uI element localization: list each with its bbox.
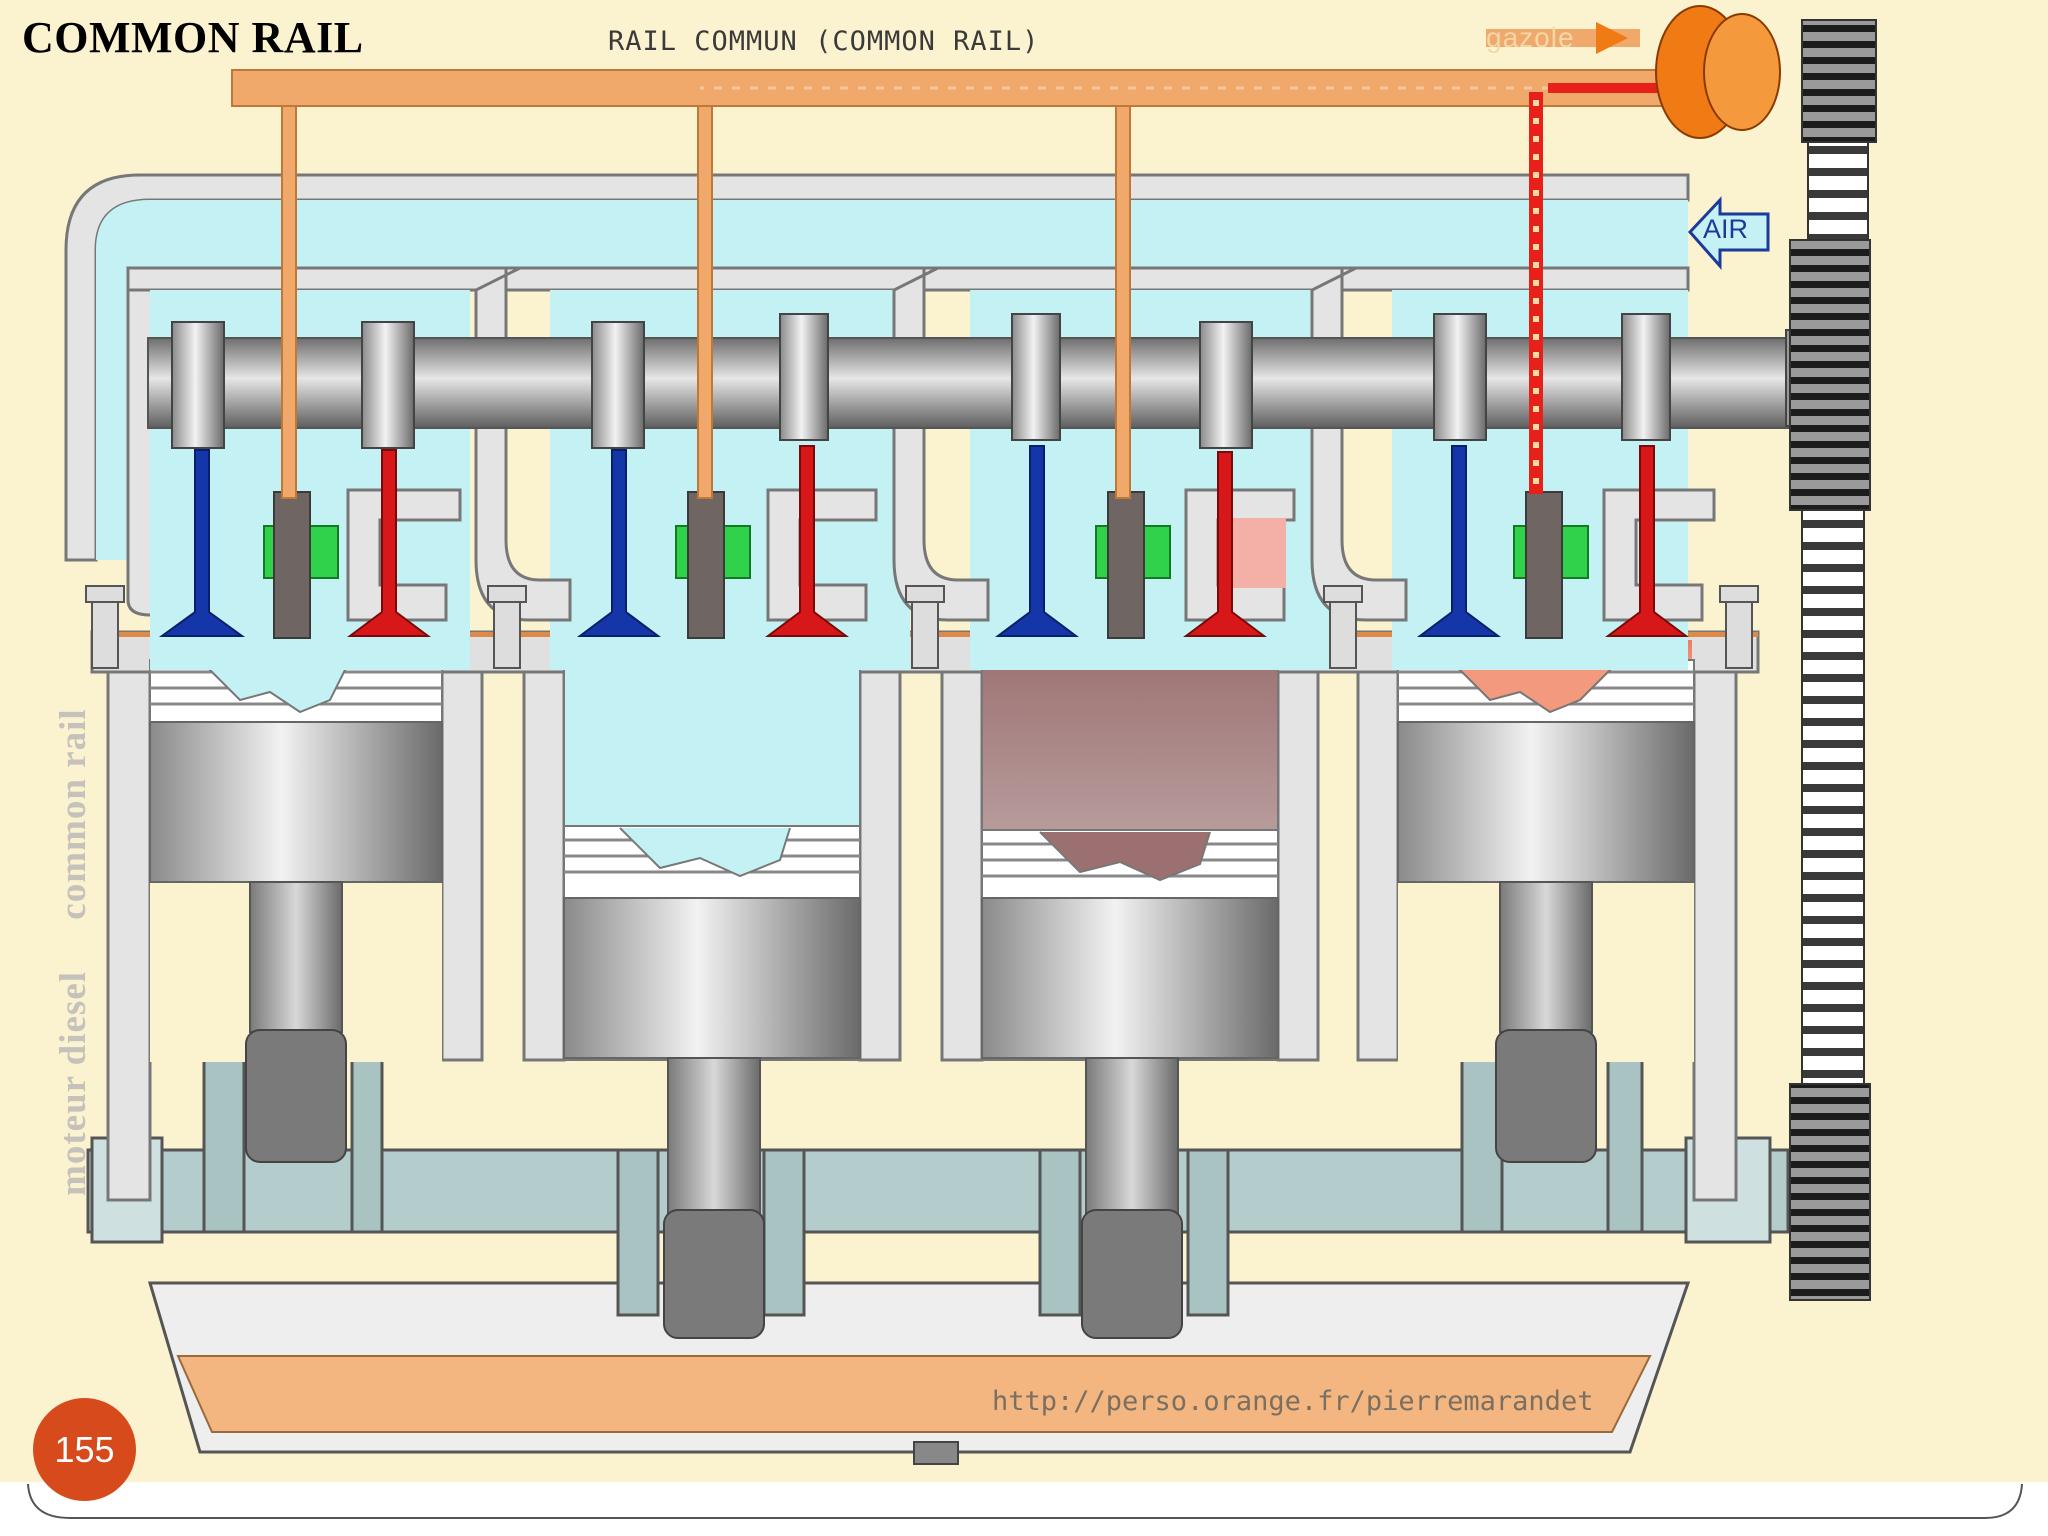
injector-1 [263, 491, 339, 639]
cam-lobes [171, 313, 1671, 449]
timing-drive [1789, 19, 1877, 1301]
slide-title: COMMON RAIL [22, 13, 364, 62]
high-pressure-pump [1655, 5, 1781, 139]
intake-valves [158, 445, 1501, 637]
oil-level [176, 1355, 1652, 1433]
injector-3 [1095, 491, 1171, 639]
air-arrow [1687, 196, 1770, 270]
injector-2 [675, 491, 751, 639]
air-intake-label: AIR [1703, 214, 1749, 244]
exhaust-valves [347, 445, 1689, 637]
piston-3 [981, 829, 1279, 1339]
slide-footer-curve [27, 1483, 2023, 1519]
source-url-label: http://perso.orange.fr/pierremarandet [992, 1386, 1594, 1417]
vertical-side-label: moteur diesel common rail [53, 708, 94, 1196]
page-number-badge: 155 [33, 1398, 136, 1501]
fuel-inlet-label: gazole [1486, 22, 1575, 53]
piston-4 [1397, 659, 1695, 1163]
injector-feed-lines [281, 105, 1131, 499]
common-rail [231, 69, 1663, 107]
camshaft [147, 329, 1871, 429]
fuel-inlet-arrow [1596, 22, 1628, 54]
drain-plug [913, 1441, 959, 1465]
head-bolts [85, 585, 1759, 669]
injector-4 [1513, 491, 1589, 639]
common-rail-label: RAIL COMMUN (COMMON RAIL) [608, 26, 1040, 57]
piston-1 [149, 659, 443, 1163]
piston-2 [563, 825, 861, 1339]
